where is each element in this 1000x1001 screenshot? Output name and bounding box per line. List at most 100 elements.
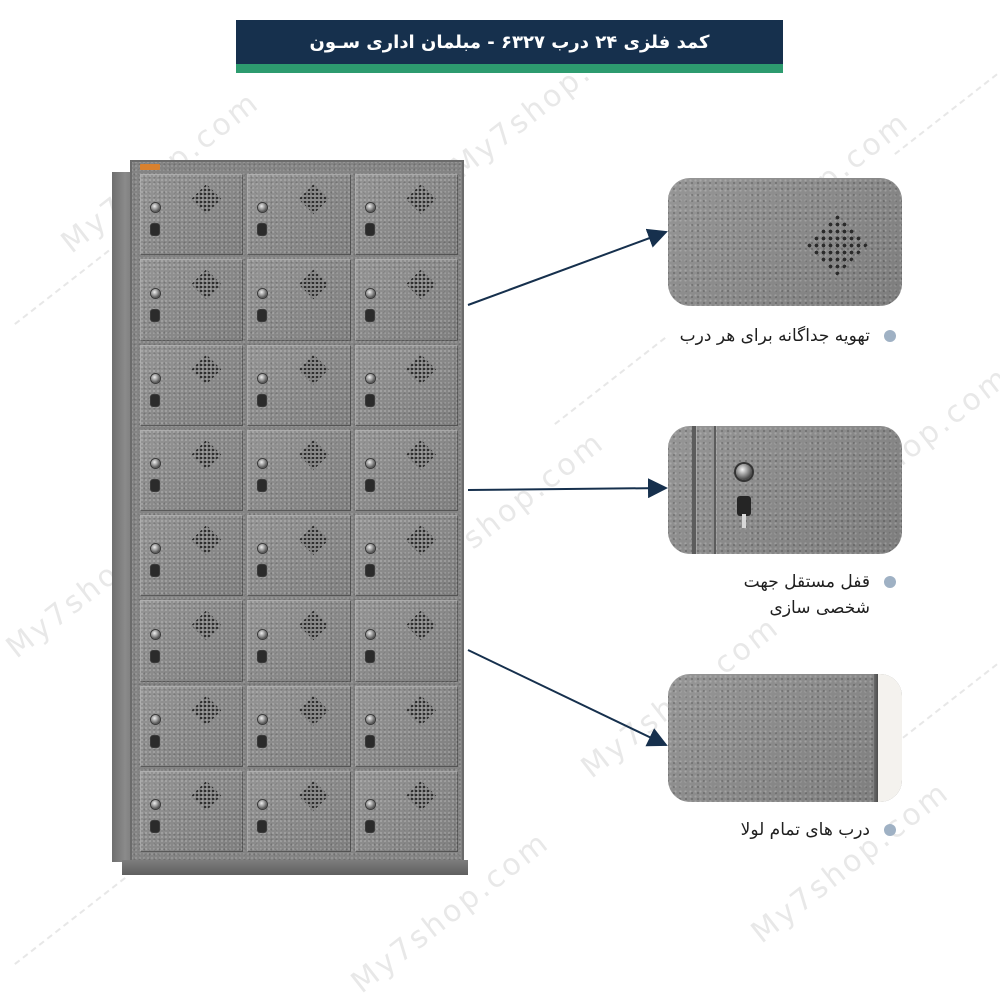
locker-door[interactable]	[247, 344, 351, 426]
key-lock-icon[interactable]	[365, 565, 374, 577]
key-lock-icon[interactable]	[365, 224, 374, 236]
vent-icon	[806, 214, 868, 276]
hinge-gap	[874, 674, 880, 802]
lock-icon[interactable]	[151, 459, 160, 468]
lock-icon[interactable]	[151, 544, 160, 554]
door-grid	[140, 174, 458, 852]
bullet-icon	[884, 330, 896, 342]
locker-door[interactable]	[247, 685, 351, 767]
key-lock-icon[interactable]	[151, 735, 159, 747]
lock-icon[interactable]	[365, 714, 375, 724]
lock-icon[interactable]	[151, 288, 160, 298]
key-lock-icon[interactable]	[258, 735, 267, 747]
key-lock-icon[interactable]	[151, 821, 159, 833]
lock-icon[interactable]	[151, 714, 160, 724]
key-lock-icon[interactable]	[258, 394, 267, 406]
locker-door[interactable]	[140, 259, 244, 341]
lock-icon[interactable]	[258, 800, 268, 809]
lock-icon	[736, 464, 752, 480]
key-lock-icon[interactable]	[365, 309, 374, 321]
key-lock-icon[interactable]	[151, 565, 159, 577]
lock-icon[interactable]	[258, 373, 268, 383]
lock-icon[interactable]	[151, 203, 160, 213]
locker-door[interactable]	[247, 174, 351, 256]
feature-caption-hinge: درب های تمام لولا	[740, 820, 870, 840]
locker-door[interactable]	[140, 770, 244, 852]
key-lock-icon[interactable]	[258, 821, 267, 833]
lock-icon[interactable]	[258, 459, 268, 468]
locker-door[interactable]	[140, 515, 244, 597]
locker-door[interactable]	[354, 174, 458, 256]
cabinet-side	[112, 172, 134, 862]
lock-icon[interactable]	[151, 373, 160, 383]
locker-door[interactable]	[354, 344, 458, 426]
arrow-to-lock	[467, 478, 668, 499]
locker-door[interactable]	[247, 259, 351, 341]
lock-icon[interactable]	[151, 800, 160, 809]
key-lock-icon[interactable]	[151, 394, 159, 406]
locker-door[interactable]	[247, 515, 351, 597]
locker-cabinet	[112, 160, 468, 875]
locker-door[interactable]	[354, 429, 458, 511]
key-lock-icon[interactable]	[151, 309, 159, 321]
banner-stripe	[236, 64, 783, 73]
lock-icon[interactable]	[258, 203, 268, 213]
lock-icon[interactable]	[365, 629, 375, 639]
door-edge	[714, 426, 716, 554]
locker-door[interactable]	[140, 174, 244, 256]
key-lock-icon[interactable]	[151, 224, 159, 236]
arrow-to-hinge	[467, 649, 668, 747]
key-lock-icon[interactable]	[365, 480, 374, 492]
locker-door[interactable]	[247, 429, 351, 511]
key-lock-icon[interactable]	[151, 480, 159, 492]
lock-icon[interactable]	[365, 288, 375, 298]
lock-icon[interactable]	[365, 373, 375, 383]
locker-door[interactable]	[247, 600, 351, 682]
lock-icon[interactable]	[365, 800, 375, 809]
locker-door[interactable]	[140, 685, 244, 767]
door-edge	[692, 426, 696, 554]
key-lock-icon[interactable]	[365, 735, 374, 747]
lock-closeup	[668, 426, 902, 554]
key-lock-icon[interactable]	[258, 480, 267, 492]
feature-caption-vent: تهویه جداگانه برای هر درب	[679, 326, 870, 346]
wall-edge	[878, 674, 902, 802]
arrow-to-vent	[467, 228, 668, 306]
key-lock-icon[interactable]	[258, 309, 267, 321]
lock-icon[interactable]	[151, 629, 160, 639]
title-banner: کمد فلزی ۲۴ درب ۶۳۲۷ - مبلمان اداری سـون	[236, 20, 783, 64]
locker-door[interactable]	[140, 600, 244, 682]
locker-door[interactable]	[140, 344, 244, 426]
lock-icon[interactable]	[258, 714, 268, 724]
hinge-closeup	[668, 674, 902, 802]
key-lock-icon[interactable]	[258, 565, 267, 577]
locker-door[interactable]	[354, 600, 458, 682]
key-lock-icon[interactable]	[365, 394, 374, 406]
key-lock-icon[interactable]	[365, 650, 374, 662]
key-lock-icon[interactable]	[258, 224, 267, 236]
key-lock-icon	[737, 496, 751, 516]
key-lock-icon[interactable]	[365, 821, 374, 833]
key-lock-icon[interactable]	[258, 650, 267, 662]
bullet-icon	[884, 824, 896, 836]
locker-door[interactable]	[354, 770, 458, 852]
lock-icon[interactable]	[258, 544, 268, 554]
lock-icon[interactable]	[365, 544, 375, 554]
locker-door[interactable]	[354, 515, 458, 597]
lock-icon[interactable]	[258, 629, 268, 639]
cabinet-base	[122, 860, 468, 875]
bullet-icon	[884, 576, 896, 588]
locker-door[interactable]	[140, 429, 244, 511]
lock-icon[interactable]	[365, 459, 375, 468]
locker-door[interactable]	[354, 259, 458, 341]
page-title: کمد فلزی ۲۴ درب ۶۳۲۷ - مبلمان اداری سـون	[309, 31, 710, 53]
locker-door[interactable]	[354, 685, 458, 767]
feature-caption-lock: قفل مستقل جهت شخصی سازی	[743, 572, 870, 618]
lock-icon[interactable]	[365, 203, 375, 213]
vent-closeup	[668, 178, 902, 306]
locker-door[interactable]	[247, 770, 351, 852]
key-lock-icon[interactable]	[151, 650, 159, 662]
lock-icon[interactable]	[258, 288, 268, 298]
brand-logo	[140, 164, 160, 170]
